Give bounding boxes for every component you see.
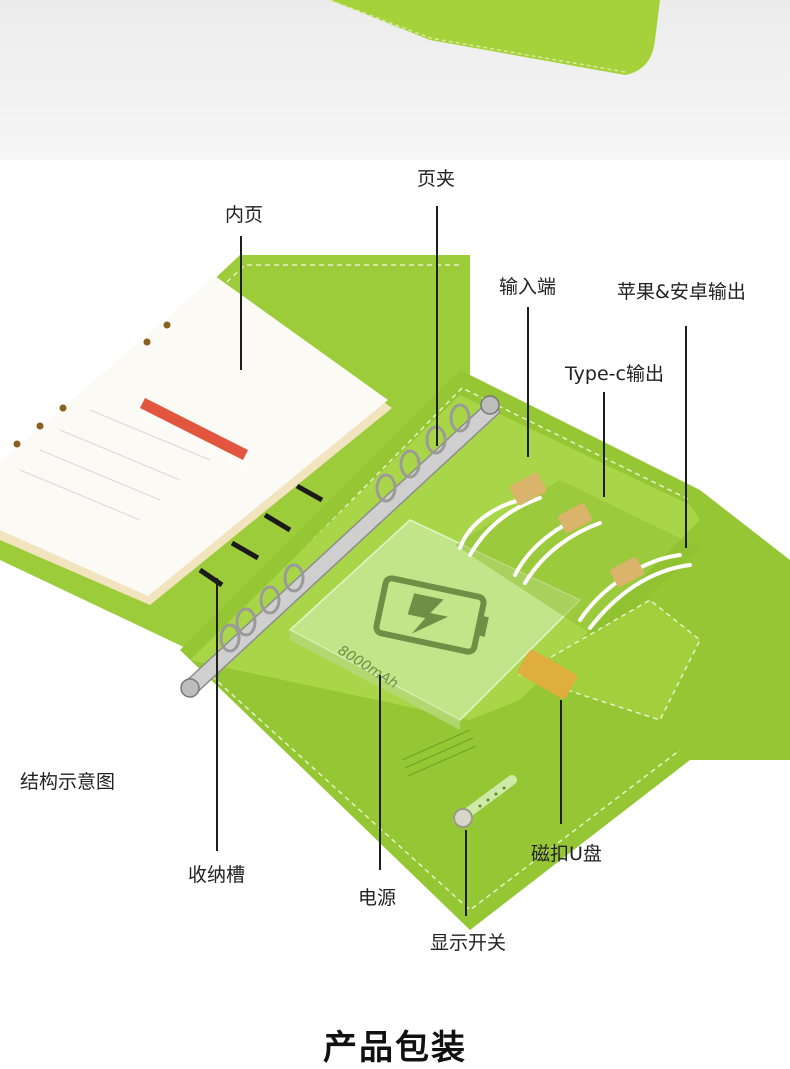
label-storage-slot: 收纳槽 <box>188 864 246 886</box>
label-apple-android-out: 苹果&安卓输出 <box>617 281 746 303</box>
binder-rings <box>180 395 502 699</box>
typec-plug <box>558 503 592 533</box>
cable-input <box>458 496 542 557</box>
inner-pages <box>0 276 392 605</box>
leader-magnetic-usb <box>560 700 562 824</box>
section-title: 产品包装 <box>323 1028 467 1068</box>
display-switch-unit <box>401 729 517 828</box>
leader-power-bank <box>379 675 381 870</box>
lightning-plug <box>610 557 644 587</box>
slot-line <box>295 483 324 503</box>
label-display-switch: 显示开关 <box>430 932 507 954</box>
leader-page-clip <box>436 206 438 446</box>
leader-apple-android-out <box>685 326 687 548</box>
notebook-structure-diagram <box>0 255 790 930</box>
label-page-clip: 页夹 <box>417 168 456 190</box>
leader-typec-out <box>603 392 605 497</box>
leader-display-switch <box>465 830 467 916</box>
battery-icon <box>373 575 487 655</box>
leader-input-port <box>527 307 529 457</box>
leader-storage-slot <box>216 578 218 851</box>
label-power-bank: 电源 <box>358 887 397 909</box>
usb-plug <box>509 472 547 506</box>
previous-photo-strip <box>0 0 790 160</box>
cable-tray <box>455 472 700 640</box>
label-magnetic-usb: 磁扣U盘 <box>531 843 602 865</box>
slot-line <box>198 567 224 588</box>
leader-inner-page <box>240 236 242 370</box>
label-typec-out: Type-c输出 <box>565 363 664 385</box>
label-structure: 结构示意图 <box>20 771 116 793</box>
label-inner-page: 内页 <box>225 204 264 226</box>
magnetic-strap <box>518 599 701 721</box>
slot-line <box>263 512 292 533</box>
usb-drive <box>518 649 577 699</box>
slot-line <box>230 540 260 561</box>
notebook-corner-photo <box>329 0 660 75</box>
label-input-port: 输入端 <box>499 276 557 298</box>
